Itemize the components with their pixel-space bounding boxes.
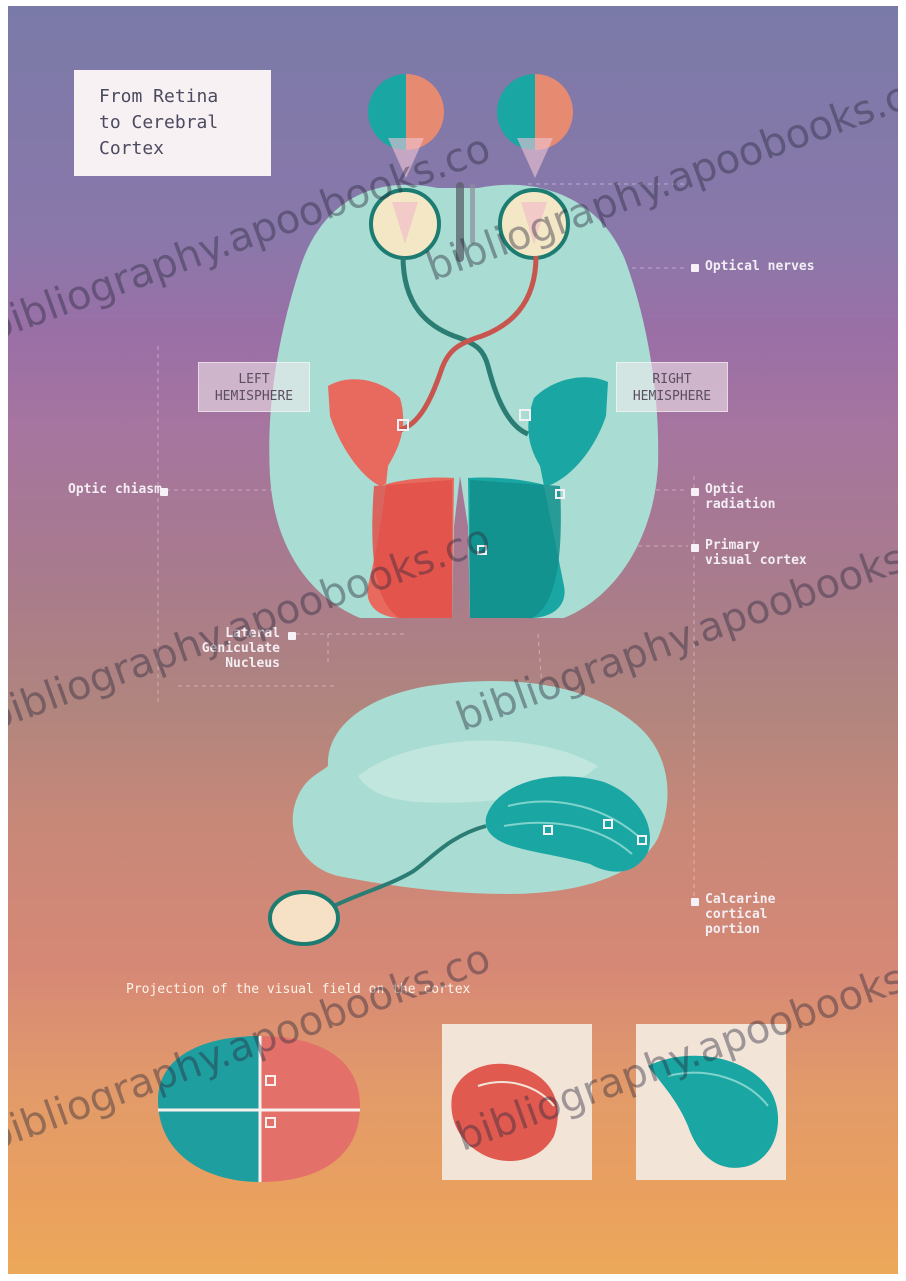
diagram-canvas (8, 6, 898, 1274)
lgn-label: Lateral Geniculate Nucleus (168, 626, 280, 671)
primary-visual-dot (691, 544, 699, 552)
left-hemisphere-label: LEFT HEMISPHERE (198, 362, 310, 412)
primary-visual-label: Primary visual cortex (705, 538, 807, 568)
title-line-3: Cortex (99, 136, 271, 162)
title-line-2: to Cerebral (99, 110, 271, 136)
lgn-dot (288, 632, 296, 640)
right-cortex-projection (636, 1024, 786, 1180)
right-hemisphere-label: RIGHT HEMISPHERE (616, 362, 728, 412)
eyeball-side (270, 892, 338, 944)
left-cortex-projection (442, 1024, 592, 1180)
optic-radiation-dot (691, 488, 699, 496)
calcarine-label: Calcarine cortical portion (705, 892, 775, 937)
optic-radiation-label: Optic radiation (705, 482, 775, 512)
title-line-1: From Retina (99, 84, 271, 110)
calcarine-dot (691, 898, 699, 906)
right-eye (497, 74, 573, 178)
projection-title: Projection of the visual field on the co… (126, 982, 470, 997)
optical-nerves-label: Optical nerves (705, 259, 815, 274)
optical-nerves-dot (691, 264, 699, 272)
optic-chiasm-label: Optic chiasm (68, 482, 152, 497)
poster: From Retina to Cerebral Cortex LEFT HEMI… (8, 6, 898, 1274)
title-box: From Retina to Cerebral Cortex (74, 70, 271, 176)
visual-field-circle (158, 1036, 360, 1182)
left-eye (368, 74, 444, 178)
